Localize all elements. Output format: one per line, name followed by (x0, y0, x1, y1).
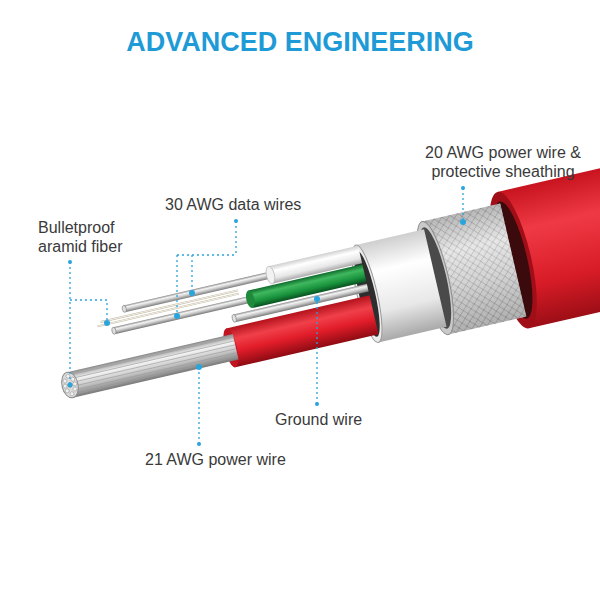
callout-label: 21 AWG power wire (145, 450, 286, 469)
leader-dot (104, 320, 110, 326)
leader-dot (234, 219, 238, 223)
conductor-end (59, 371, 80, 400)
aramid-fiber (97, 290, 239, 326)
strand-end (63, 379, 68, 384)
leader-dot (68, 383, 73, 388)
leader-dot (197, 442, 201, 446)
leader-dot (315, 402, 319, 406)
callout-label: Ground wire (275, 410, 362, 429)
leader-dot (174, 313, 180, 319)
leader-line (198, 369, 199, 444)
cable-body (42, 124, 600, 433)
strand-end (63, 384, 68, 389)
callout-label: 20 AWG power wire & protective sheathing (418, 143, 588, 181)
strand-ends (61, 373, 80, 398)
strand-end (65, 388, 70, 393)
leader-dot (460, 219, 466, 225)
strand-end (73, 387, 78, 392)
leader-line (177, 221, 236, 314)
strand-end (72, 381, 77, 386)
insulation-face (244, 290, 256, 309)
title: ADVANCED ENGINEERING (126, 26, 474, 58)
callout-label: 30 AWG data wires (165, 195, 301, 214)
leader-dots (68, 186, 467, 446)
leader-dot (461, 186, 465, 190)
strand-end (70, 391, 75, 396)
conductor-tip (122, 305, 127, 313)
leader-dot (189, 290, 195, 296)
conductor-tip (111, 327, 116, 335)
aramid-core (67, 382, 72, 387)
leader-dot (68, 260, 72, 264)
ground-tip (231, 314, 237, 323)
aramid-fiber-shine (97, 290, 239, 326)
insulation-face (264, 265, 276, 284)
leader-line (70, 262, 107, 383)
data-conductor (123, 271, 273, 312)
leader-lines (70, 188, 463, 444)
leader-dot (314, 296, 320, 302)
leader-dot (196, 364, 202, 370)
callout-label: Bulletproof aramid fiber (38, 218, 138, 256)
power-insulation (226, 295, 378, 367)
strand-end (70, 377, 75, 382)
power-conductor (67, 334, 238, 398)
leader-line (462, 188, 463, 220)
leader-line (316, 301, 317, 404)
conductor-strands (70, 337, 238, 394)
